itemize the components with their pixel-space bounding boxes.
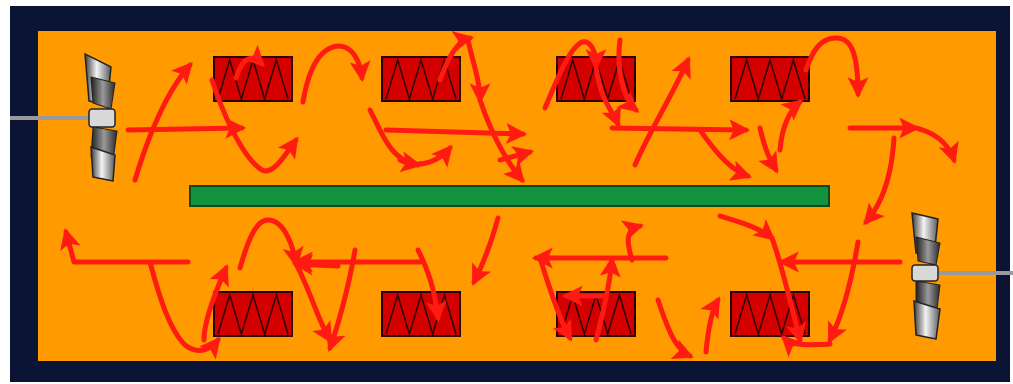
airflow-arrow-16 [632, 56, 691, 168]
airflow-arrow-17 [609, 119, 751, 141]
airflow-arrow-26 [147, 259, 221, 360]
airflow-arrow-4 [233, 44, 265, 81]
airflow-arrow-46 [827, 239, 861, 344]
right-fan-shaft [930, 271, 1013, 275]
airflow-arrow-19 [757, 125, 779, 174]
heater-bottom-2 [381, 291, 461, 337]
airflow-arrow-7 [383, 123, 528, 145]
left-fan-icon [10, 52, 118, 182]
airflow-arrow-34 [471, 215, 501, 286]
airflow-arrow-21 [803, 35, 869, 99]
airflow-arrow-8 [397, 144, 453, 168]
airflow-arrow-36 [537, 255, 573, 342]
airflow-arrow-33 [415, 247, 447, 323]
airflow-arrow-12 [497, 146, 535, 167]
airflow-arrow-13 [542, 39, 607, 111]
airflow-arrow-28 [237, 217, 304, 271]
airflow-arrow-5 [300, 43, 371, 105]
heater-bottom-3 [556, 291, 636, 337]
airflow-arrow-40 [655, 297, 694, 360]
airflow-arrow-42 [717, 213, 776, 241]
airflow-arrow-23 [913, 125, 959, 164]
airflow-arrow-14 [593, 63, 622, 128]
airflow-arrow-11 [477, 97, 525, 184]
airflow-arrow-15 [616, 37, 640, 113]
airflow-arrow-41 [700, 296, 721, 355]
airflow-arrow-27 [201, 264, 229, 343]
heater-top-4 [730, 56, 810, 102]
airflow-arrow-1 [132, 61, 193, 183]
airflow-arrow-2 [125, 117, 247, 139]
airflow-arrow-20 [777, 99, 804, 153]
airflow-arrow-43 [769, 235, 807, 345]
airflow-arrow-18 [697, 127, 752, 181]
airflow-arrows [60, 31, 959, 360]
left-fan-shaft [10, 116, 94, 120]
airflow-arrow-38 [620, 220, 645, 263]
left-margin [0, 0, 10, 384]
airflow-arrow-44 [781, 335, 833, 358]
right-fan-icon [911, 212, 1013, 340]
heater-bottom-1 [213, 291, 293, 337]
airflow-arrow-24 [863, 135, 897, 226]
heater-top-1 [213, 56, 293, 102]
airflow-arrow-10 [465, 37, 491, 105]
airflow-arrow-3 [209, 77, 299, 174]
shelf-bar [189, 185, 830, 207]
